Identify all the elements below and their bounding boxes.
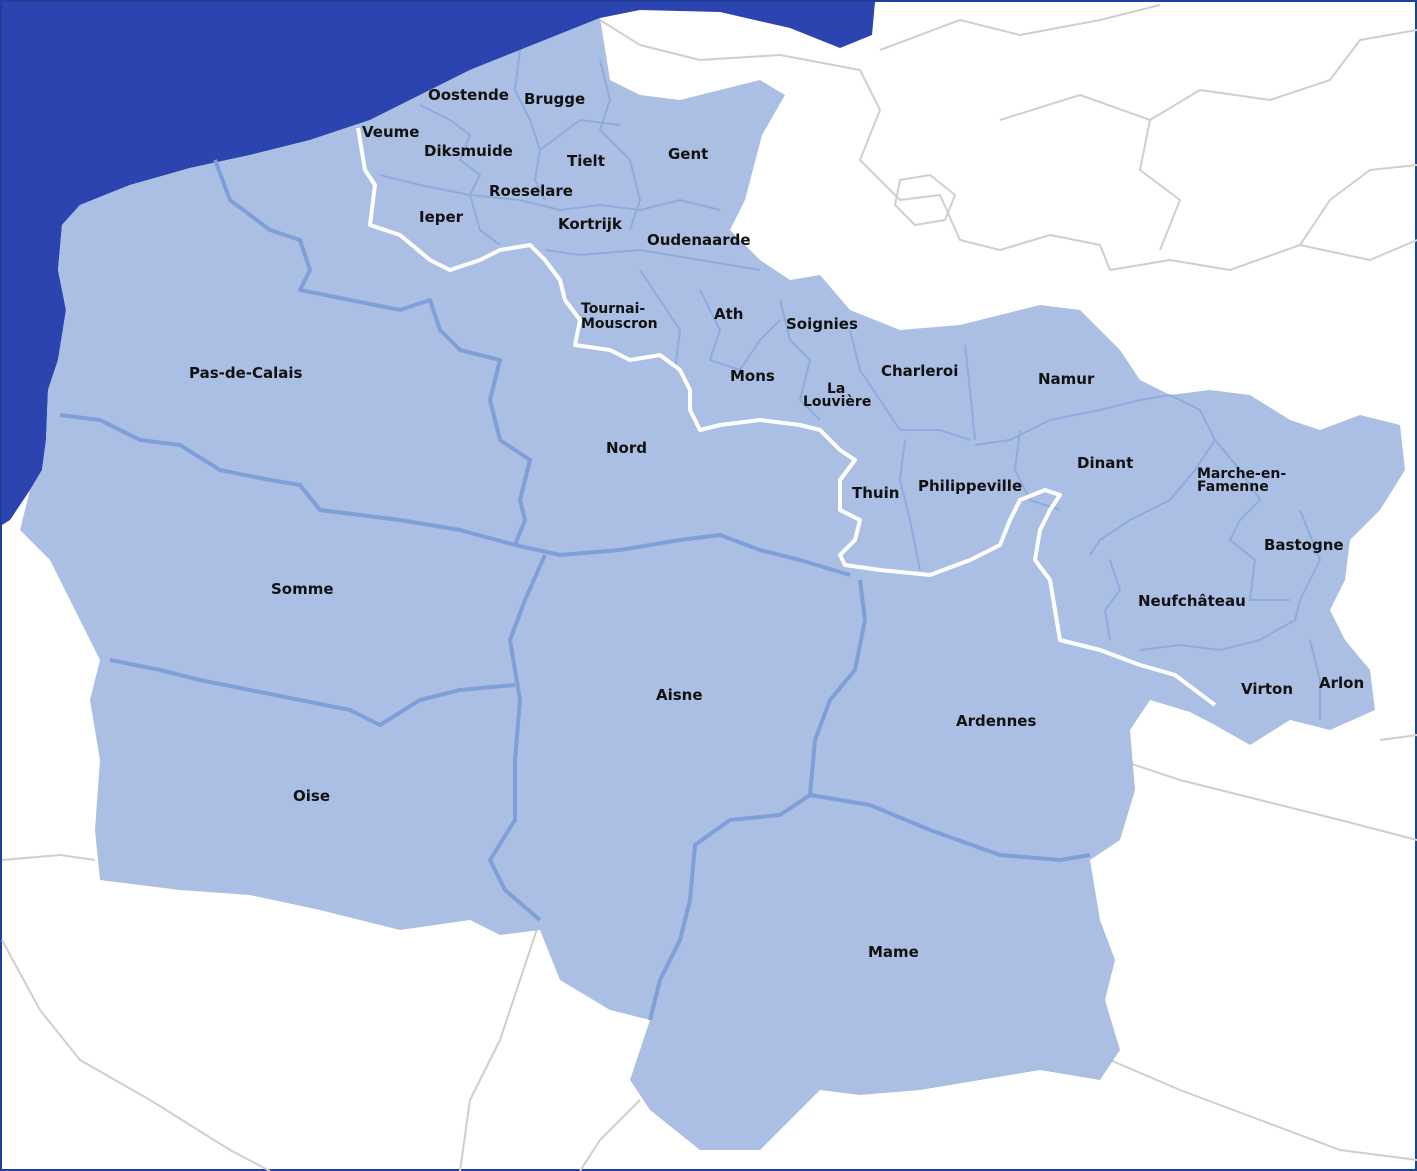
label-marche-line2[interactable]: Famenne [1197,479,1269,495]
internal-borders [59,159,1091,1021]
region-area [20,18,1405,1150]
label-gent[interactable]: Gent [668,145,708,163]
label-bastogne[interactable]: Bastogne [1264,536,1344,554]
label-pas-de-calais[interactable]: Pas-de-Calais [189,364,303,382]
label-thuin[interactable]: Thuin [852,484,899,502]
label-ath[interactable]: Ath [714,305,743,323]
label-brugge[interactable]: Brugge [524,90,585,108]
label-soignies[interactable]: Soignies [786,315,858,333]
label-virton[interactable]: Virton [1241,680,1293,698]
label-tournai-line2[interactable]: Mouscron [581,316,658,332]
label-ardennes[interactable]: Ardennes [956,712,1036,730]
label-tielt[interactable]: Tielt [567,152,605,170]
label-aisne[interactable]: Aisne [656,686,703,704]
belgian-borders [379,49,1321,720]
label-la-louviere-line2[interactable]: Louvière [803,394,871,410]
label-la-louviere-line1[interactable]: La [827,381,845,397]
label-diksmuide[interactable]: Diksmuide [424,142,513,160]
label-philippeville[interactable]: Philippeville [918,477,1022,495]
label-neufchateau[interactable]: Neufchâteau [1138,592,1246,610]
label-ieper[interactable]: Ieper [419,208,464,226]
label-oostende[interactable]: Oostende [428,86,509,104]
label-dinant[interactable]: Dinant [1077,454,1133,472]
sea [2,2,875,525]
label-namur[interactable]: Namur [1038,370,1095,388]
label-oudenaarde[interactable]: Oudenaarde [647,231,751,249]
label-marne[interactable]: Mame [868,943,919,961]
outside-borders [1,4,1417,1171]
national-border [356,127,1217,707]
label-tournai-line1[interactable]: Tournai- [581,301,645,317]
label-mons[interactable]: Mons [730,367,775,385]
label-oise[interactable]: Oise [293,787,330,805]
region-labels: Oostende Brugge Veume Diksmuide Tielt Ge… [189,86,1364,961]
label-nord[interactable]: Nord [606,439,647,457]
label-arlon[interactable]: Arlon [1319,674,1364,692]
label-kortrijk[interactable]: Kortrijk [558,215,623,233]
label-somme[interactable]: Somme [271,580,334,598]
label-roeselare[interactable]: Roeselare [489,182,573,200]
label-veurne[interactable]: Veume [362,123,419,141]
label-charleroi[interactable]: Charleroi [881,362,958,380]
label-marche-line1[interactable]: Marche-en- [1197,466,1286,482]
